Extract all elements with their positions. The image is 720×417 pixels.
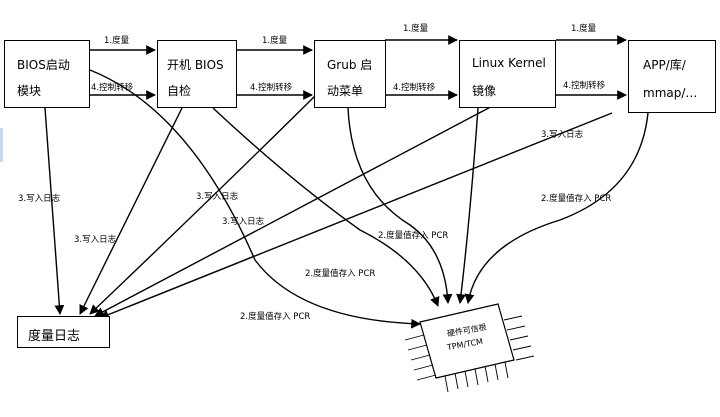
- write-log-label-grub: 3.写入日志: [196, 192, 239, 202]
- tpm-chip: [404, 303, 535, 393]
- kernel-box-line2: 镜像: [472, 84, 497, 98]
- write-log-label-kernel: 3.写入日志: [222, 217, 265, 227]
- bios-boot-module-box: BIOS启动 模块: [4, 40, 90, 108]
- arrow-log-grub: [89, 94, 317, 315]
- store-pcr-label-bios: 2.度量值存入 PCR: [240, 312, 311, 322]
- linux-kernel-image-box: Linux Kernel 镜像: [459, 40, 556, 108]
- measure-label-1: 1.度量: [104, 36, 130, 46]
- control-label-3: 4.控制转移: [393, 83, 436, 93]
- measurement-log-box: 度量日志: [17, 316, 110, 348]
- log-box-label: 度量日志: [28, 329, 81, 344]
- grub-box-line1: Grub 启: [327, 58, 373, 72]
- app-lib-mmap-box: APP/库/ mmap/…: [628, 40, 716, 113]
- kernel-box-line1: Linux Kernel: [472, 56, 546, 70]
- arrow-log-app: [99, 112, 613, 320]
- grub-box-line2: 动菜单: [327, 84, 364, 98]
- store-pcr-label-app: 2.度量值存入 PCR: [541, 194, 612, 204]
- arrow-log-boot: [79, 107, 183, 315]
- app-box-line2: mmap/…: [643, 86, 698, 100]
- measure-label-4: 1.度量: [571, 24, 597, 34]
- bios-box-line2: 模块: [17, 84, 42, 98]
- write-log-label-app: 3.写入日志: [541, 130, 584, 140]
- store-pcr-label-grub: 2.度量值存入 PCR: [305, 269, 376, 279]
- arrow-pcr-kernel: [456, 107, 479, 304]
- grub-menu-box: Grub 启 动菜单: [314, 40, 386, 108]
- control-label-1: 4.控制转移: [91, 83, 134, 93]
- write-log-label-boot: 3.写入日志: [74, 235, 117, 245]
- store-pcr-label-kernel: 2.度量值存入 PCR: [378, 231, 449, 241]
- post-box-line1: 开机 BIOS: [167, 58, 224, 72]
- arrow-pcr-boot: [212, 107, 440, 307]
- arrow-pcr-app: [464, 112, 649, 304]
- arrow-log-kernel: [94, 101, 501, 317]
- write-log-label-bios: 3.写入日志: [18, 194, 61, 204]
- left-edge-marker: [0, 128, 3, 162]
- control-label-2: 4.控制转移: [250, 83, 293, 93]
- app-box-line1: APP/库/: [643, 58, 686, 72]
- arrow-pcr-bios: [89, 69, 421, 329]
- arrow-pcr-grub: [347, 107, 453, 304]
- measure-label-3: 1.度量: [403, 24, 429, 34]
- post-selftest-box: 开机 BIOS 自检: [157, 40, 237, 108]
- bios-box-line1: BIOS启动: [17, 58, 70, 72]
- post-box-line2: 自检: [167, 84, 192, 98]
- arrow-log-bios: [44, 107, 65, 315]
- control-label-4: 4.控制转移: [563, 81, 606, 91]
- measure-label-2: 1.度量: [262, 36, 288, 46]
